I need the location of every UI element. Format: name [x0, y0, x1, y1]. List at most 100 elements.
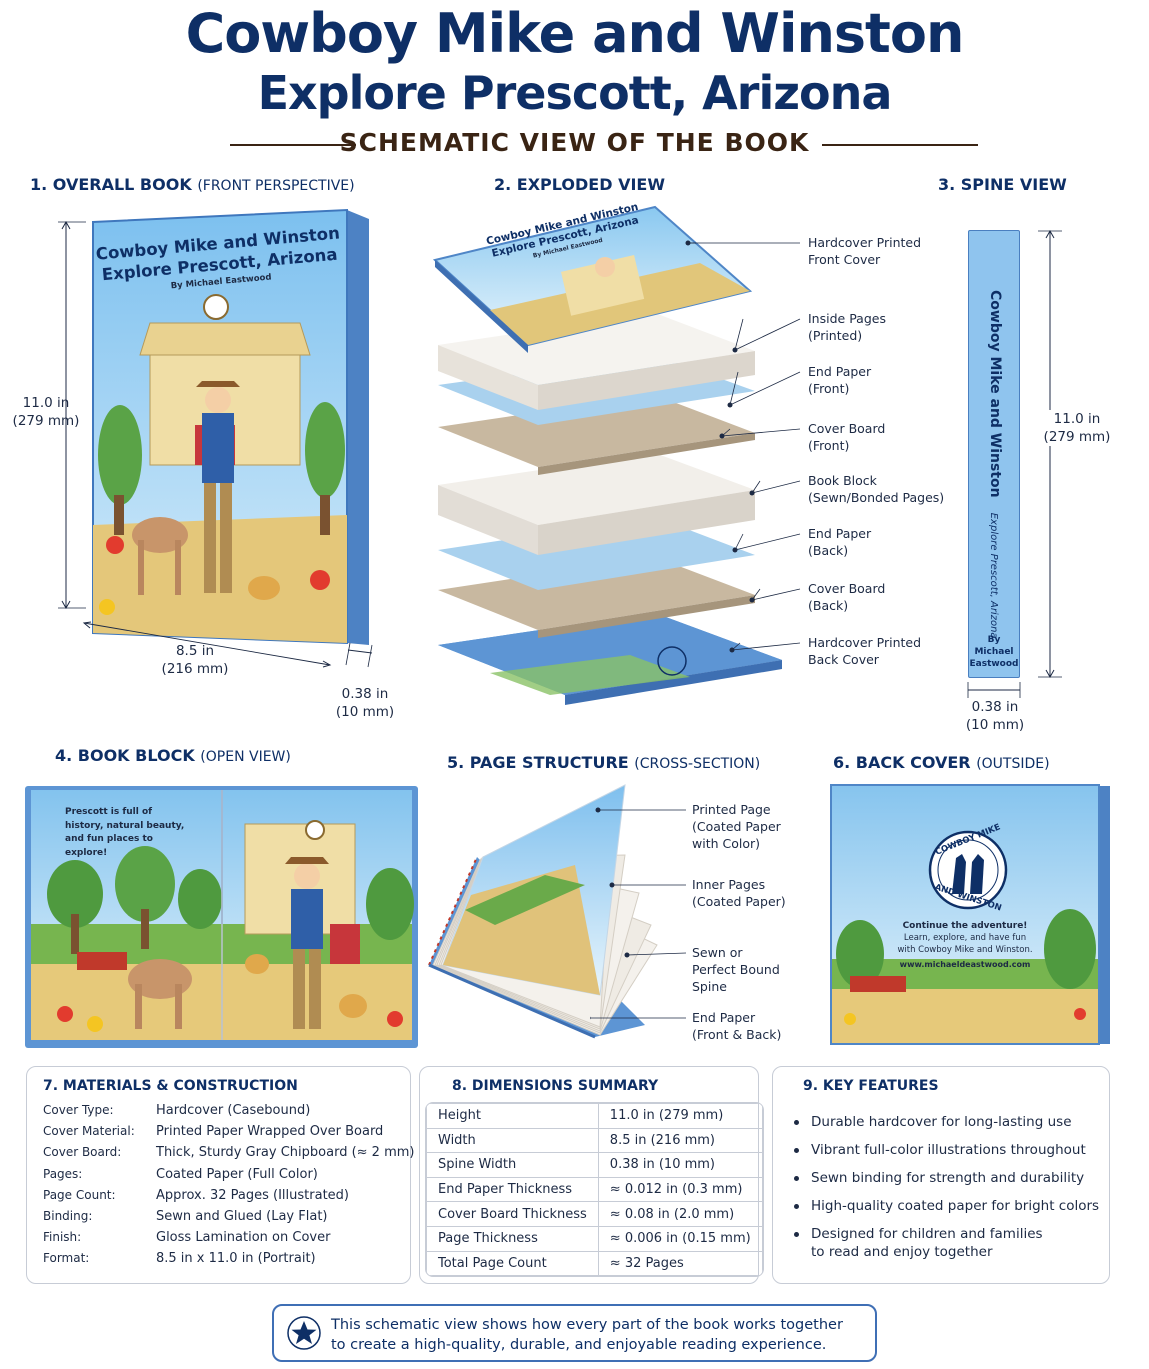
- divider-right: [822, 144, 978, 146]
- page-title-line2: Explore Prescott, Arizona: [257, 66, 893, 120]
- structure-label-line: (Coated Paper: [692, 819, 781, 834]
- structure-label-1: Printed Page (Coated Paper with Color): [692, 801, 781, 852]
- back-cover-text: Continue the adventure! Learn, explore, …: [840, 920, 1090, 974]
- star-icon: [287, 1316, 321, 1350]
- features-panel: [772, 1066, 1110, 1284]
- leader-line-6: [734, 533, 801, 551]
- spine-author-line: By: [987, 635, 1001, 645]
- table-row: End Paper Thickness≈ 0.012 in (0.3 mm): [426, 1176, 763, 1203]
- structure-label-line: Printed Page: [692, 802, 771, 817]
- material-value: 8.5 in x 11.0 in (Portrait): [156, 1251, 316, 1267]
- section-title-page-structure: 5. PAGE STRUCTURE (CROSS-SECTION): [447, 753, 761, 772]
- page-subtitle: SCHEMATIC VIEW OF THE BOOK: [339, 128, 810, 157]
- feature-text: Designed for children and families: [811, 1226, 1043, 1242]
- feature-text: to read and enjoy together: [811, 1244, 993, 1260]
- blurb-line: with Cowboy Mike and Winston.: [897, 944, 1033, 955]
- exploded-label-line: Front Cover: [808, 252, 881, 267]
- feature-item: High-quality coated paper for bright col…: [773, 1197, 1108, 1215]
- leader-line-7: [751, 588, 801, 601]
- feature-item: Durable hardcover for long-lasting use: [773, 1113, 1108, 1131]
- features-title: 9. KEY FEATURES: [803, 1078, 939, 1094]
- footer-text: This schematic view shows how every part…: [331, 1315, 843, 1355]
- spine-author-line: Michael: [974, 647, 1014, 657]
- page-structure-illustration: [428, 784, 658, 1039]
- dimension-value: ≈ 0.012 in (0.3 mm): [597, 1176, 763, 1203]
- feature-text: Vibrant full-color illustrations through…: [811, 1142, 1086, 1158]
- leader-line-3: [729, 371, 801, 406]
- width-dimension-label: 8.5 in(216 mm): [161, 643, 229, 677]
- materials-panel: [26, 1066, 411, 1284]
- spine: [968, 230, 1020, 678]
- material-value: Thick, Sturdy Gray Chipboard (≈ 2 mm): [156, 1145, 415, 1161]
- section-title-book-block: 4. BOOK BLOCK (OPEN VIEW): [55, 746, 291, 765]
- exploded-label-line: Hardcover Printed: [808, 635, 922, 650]
- footer-banner: [272, 1304, 877, 1362]
- feature-item: Designed for children and families to rea…: [773, 1225, 1108, 1261]
- section-title-back-cover: 6. BACK COVER (OUTSIDE): [833, 753, 1050, 772]
- exploded-label-line: (Back): [808, 598, 849, 613]
- material-key: Cover Material:: [43, 1124, 135, 1139]
- structure-label-4: End Paper (Front & Back): [692, 1009, 781, 1043]
- table-row: Cover Board Thickness≈ 0.08 in (2.0 mm): [426, 1201, 763, 1227]
- divider-left: [230, 144, 356, 146]
- dimension-value: 8.5 in (216 mm): [597, 1127, 763, 1154]
- structure-label-line: (Front & Back): [692, 1027, 782, 1042]
- dimension-value: ≈ 0.08 in (2.0 mm): [597, 1201, 763, 1227]
- structure-label-line: End Paper: [692, 1010, 756, 1025]
- structure-label-line: Sewn or: [692, 945, 743, 960]
- dimension-value: ≈ 0.006 in (0.15 mm): [597, 1225, 763, 1252]
- leader-line-4: [721, 428, 801, 437]
- dimension-name: Spine Width: [426, 1152, 599, 1178]
- dimension-value: 11.0 in (279 mm): [597, 1103, 763, 1129]
- feature-text: High-quality coated paper for bright col…: [811, 1198, 1100, 1214]
- dimensions-title: 8. DIMENSIONS SUMMARY: [452, 1078, 659, 1094]
- page-title: Cowboy Mike and Winston: [185, 2, 965, 65]
- spine-height-label: 11.0 in(279 mm): [1038, 410, 1116, 446]
- footer-line: This schematic view shows how every part…: [331, 1317, 843, 1333]
- thickness-dimension-label: 0.38 in(10 mm): [335, 686, 395, 720]
- dimension-name: Height: [426, 1103, 599, 1129]
- feature-item: Vibrant full-color illustrations through…: [773, 1141, 1108, 1159]
- leader-line-5: [751, 480, 801, 494]
- section-title-exploded: 2. EXPLODED VIEW: [494, 175, 665, 194]
- footer-line: to create a high-quality, durable, and e…: [331, 1337, 827, 1353]
- section-title-spine: 3. SPINE VIEW: [938, 175, 1067, 194]
- dimension-name: Cover Board Thickness: [426, 1201, 599, 1227]
- dimension-value: ≈ 32 Pages: [597, 1250, 763, 1277]
- blurb-line: Learn, explore, and have fun: [903, 933, 1027, 943]
- spine-height-arrow: [1038, 229, 1062, 679]
- feature-text: Sewn binding for strength and durability: [811, 1170, 1085, 1186]
- exploded-label-line: Book Block: [808, 473, 877, 488]
- structure-label-line: Perfect Bound: [692, 962, 780, 977]
- exploded-view-illustration: [432, 205, 782, 705]
- exploded-leader-lines: [685, 240, 801, 653]
- caption-line: and fun places to: [65, 834, 153, 844]
- exploded-label-line: Cover Board: [808, 581, 886, 596]
- exploded-label-5: Book Block(Sewn/Bonded Pages): [808, 472, 944, 506]
- structure-label-line: (Coated Paper): [692, 894, 786, 909]
- material-key: Format:: [43, 1251, 90, 1266]
- spine-author-line: Eastwood: [969, 659, 1019, 669]
- material-value: Approx. 32 Pages (Illustrated): [156, 1187, 349, 1203]
- overall-book-illustration: [58, 208, 373, 668]
- material-key: Finish:: [43, 1230, 82, 1245]
- structure-label-line: with Color): [692, 836, 761, 851]
- exploded-label-line: (Printed): [808, 328, 863, 343]
- exploded-label-line: End Paper: [808, 526, 872, 541]
- exploded-label-4: Cover Board(Front): [808, 420, 885, 454]
- dimension-value: 0.38 in (10 mm): [597, 1152, 763, 1178]
- materials-keys: Cover Type:Cover Material:Cover Board:Pa…: [43, 1100, 135, 1270]
- exploded-label-2: Inside Pages(Printed): [808, 310, 886, 344]
- structure-label-line: Spine: [692, 979, 727, 994]
- material-key: Cover Board:: [43, 1145, 122, 1160]
- height-dimension-label: 11.0 in(279 mm): [12, 395, 80, 429]
- spine-text: Cowboy Mike and Winston Explore Prescott…: [987, 290, 1003, 639]
